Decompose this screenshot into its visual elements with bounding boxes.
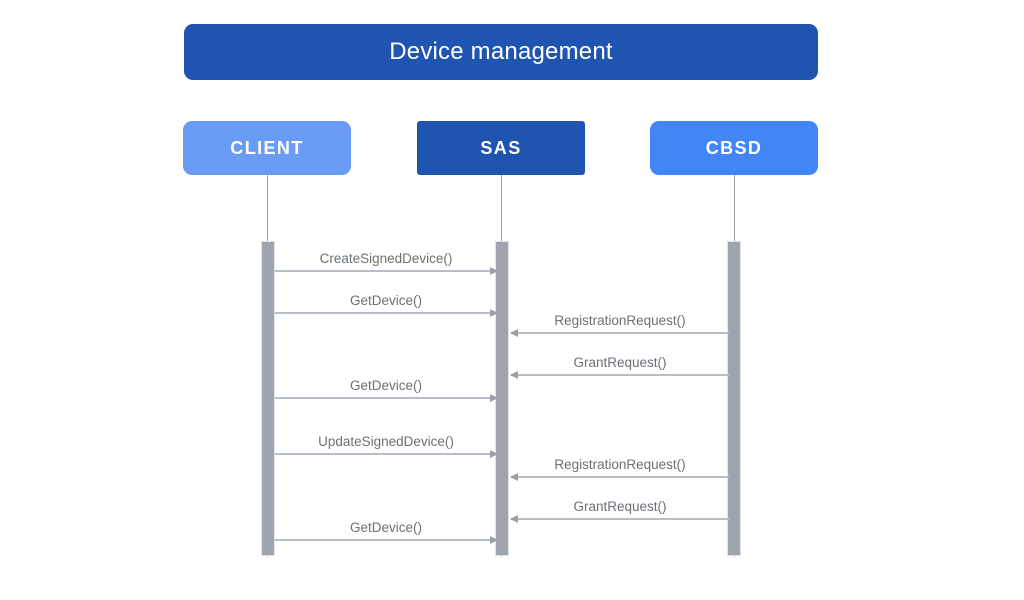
message-arrow[interactable]: UpdateSignedDevice() bbox=[275, 425, 498, 458]
message-line bbox=[511, 518, 729, 520]
message-arrow[interactable]: GetDevice() bbox=[275, 369, 498, 402]
activation-bar-client bbox=[261, 241, 275, 556]
message-line bbox=[511, 374, 729, 376]
message-label: GrantRequest() bbox=[573, 498, 667, 514]
arrowhead-left-icon bbox=[510, 329, 518, 337]
arrowhead-right-icon bbox=[490, 536, 498, 544]
message-arrow[interactable]: GetDevice() bbox=[275, 511, 498, 544]
arrowhead-left-icon bbox=[510, 371, 518, 379]
arrowhead-right-icon bbox=[490, 450, 498, 458]
message-arrow[interactable]: GrantRequest() bbox=[510, 346, 729, 379]
arrowhead-right-icon bbox=[490, 267, 498, 275]
message-label: GetDevice() bbox=[349, 292, 422, 308]
message-line bbox=[511, 476, 729, 478]
message-arrow[interactable]: RegistrationRequest() bbox=[510, 448, 729, 481]
participant-cbsd[interactable]: CBSD bbox=[650, 121, 818, 175]
message-arrow[interactable]: GrantRequest() bbox=[510, 490, 729, 523]
message-label: RegistrationRequest() bbox=[554, 312, 686, 328]
message-arrow[interactable]: GetDevice() bbox=[275, 284, 498, 317]
message-arrow[interactable]: RegistrationRequest() bbox=[510, 304, 729, 337]
message-label: CreateSignedDevice() bbox=[319, 250, 453, 266]
participant-client[interactable]: CLIENT bbox=[183, 121, 351, 175]
message-label: GrantRequest() bbox=[573, 354, 667, 370]
message-label: GetDevice() bbox=[349, 377, 422, 393]
participant-label-client: CLIENT bbox=[230, 138, 304, 158]
arrowhead-left-icon bbox=[510, 473, 518, 481]
message-line bbox=[511, 332, 729, 334]
activation-bar-cbsd bbox=[727, 241, 741, 556]
message-line bbox=[275, 270, 497, 272]
participant-sas[interactable]: SAS bbox=[417, 121, 585, 175]
arrowhead-right-icon bbox=[490, 309, 498, 317]
message-line bbox=[275, 453, 497, 455]
message-arrow[interactable]: CreateSignedDevice() bbox=[275, 242, 498, 275]
message-label: GetDevice() bbox=[349, 519, 422, 535]
arrowhead-right-icon bbox=[490, 394, 498, 402]
message-label: RegistrationRequest() bbox=[554, 456, 686, 472]
participant-label-sas: SAS bbox=[480, 138, 522, 158]
diagram-title-bar: Device management bbox=[184, 24, 818, 80]
page-title: Device management bbox=[389, 38, 613, 65]
participant-label-cbsd: CBSD bbox=[705, 138, 763, 158]
message-line bbox=[275, 397, 497, 399]
message-line bbox=[275, 312, 497, 314]
message-label: UpdateSignedDevice() bbox=[318, 433, 454, 449]
arrowhead-left-icon bbox=[510, 515, 518, 523]
message-line bbox=[275, 539, 497, 541]
